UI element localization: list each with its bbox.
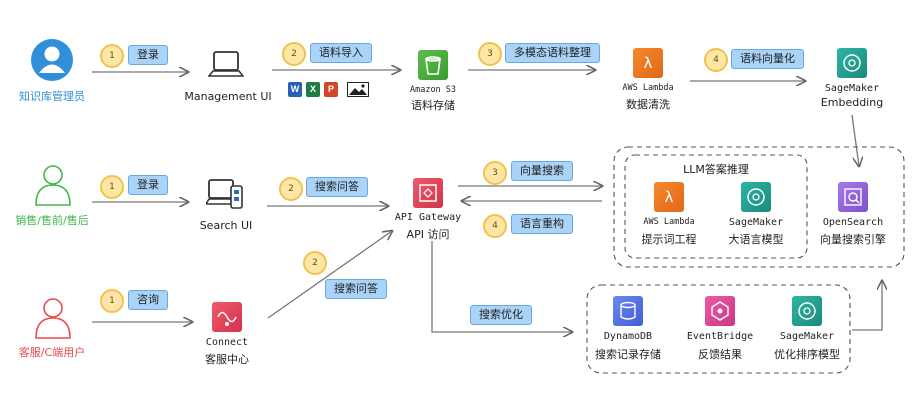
organize-tag: 多模态语料整理 [505, 43, 600, 63]
image-file-icon [347, 82, 369, 97]
step-badge: 2 [282, 42, 306, 66]
eventbridge-icon [705, 296, 735, 326]
eventbridge-service-name: EventBridge [686, 331, 754, 342]
search-ui-label: Search UI [199, 219, 253, 232]
excel-icon: X [306, 82, 320, 97]
lambda-prompt-icon: λ [654, 182, 684, 212]
powerpoint-icon: P [324, 82, 338, 97]
opensearch-label: 向量搜索引擎 [820, 233, 886, 246]
vectorize-tag: 语料向量化 [731, 49, 804, 69]
sales-label: 销售/售前/售后 [15, 214, 89, 227]
search-ui-device-icon [206, 179, 243, 209]
lambda-service-name: AWS Lambda [622, 83, 674, 93]
management-ui-label: Management UI [184, 90, 272, 103]
admin-login-tag: 登录 [128, 45, 168, 65]
lambda-icon: λ [633, 48, 663, 78]
sales-search-tag: 搜索问答 [306, 177, 368, 197]
dynamodb-label: 搜索记录存储 [595, 348, 661, 361]
step-badge: 3 [478, 42, 502, 66]
vector-search-tag: 向量搜索 [511, 161, 573, 181]
sagemaker-llm-service-name: SageMaker [728, 217, 784, 228]
step-badge: 1 [100, 44, 124, 68]
s3-bucket-icon [418, 50, 448, 80]
sagemaker-service-name: SageMaker [824, 83, 880, 94]
eventbridge-label: 反馈结果 [698, 348, 742, 361]
sagemaker-ranking-service-name: SageMaker [779, 331, 835, 342]
rag-group-box [613, 146, 905, 268]
optimize-tag: 搜索优化 [470, 305, 532, 325]
customer-label: 客服/C端用户 [18, 346, 86, 359]
sagemaker-icon [837, 48, 867, 78]
lambda-label: 数据清洗 [626, 98, 670, 111]
dynamodb-icon [613, 296, 643, 326]
sagemaker-llm-label: 大语言模型 [728, 233, 784, 246]
admin-label: 知识库管理员 [19, 90, 85, 103]
word-icon: W [288, 82, 302, 97]
sagemaker-ranking-icon [792, 296, 822, 326]
step-badge: 1 [100, 289, 124, 313]
connect-service-name: Connect [205, 337, 249, 348]
customer-person-icon [35, 298, 71, 339]
connect-label: 客服中心 [205, 353, 249, 366]
lambda-prompt-label: 提示词工程 [641, 233, 697, 246]
api-gateway-service-name: API Gateway [394, 212, 462, 223]
api-gateway-icon [413, 178, 443, 208]
opensearch-service-name: OpenSearch [822, 217, 884, 228]
step-badge: 4 [483, 214, 507, 238]
s3-label: 语料存储 [411, 99, 455, 112]
sales-person-icon [35, 165, 71, 206]
connect-icon [212, 302, 242, 332]
dynamodb-service-name: DynamoDB [603, 331, 653, 342]
api-gateway-label: API 访问 [406, 228, 450, 241]
cust-search-tag: 搜索问答 [325, 279, 387, 299]
rephrase-tag: 语言重构 [511, 214, 573, 234]
sagemaker-llm-icon [741, 182, 771, 212]
llm-group-title: LLM答案推理 [683, 163, 749, 176]
laptop-icon [208, 51, 244, 77]
step-badge: 4 [704, 48, 728, 72]
step-badge: 3 [483, 161, 507, 185]
step-badge: 2 [279, 177, 303, 201]
consult-tag: 咨询 [128, 290, 168, 310]
opensearch-icon [838, 182, 868, 212]
step-badge: 2 [303, 251, 327, 275]
s3-service-name: Amazon S3 [409, 85, 457, 95]
llm-group-box [624, 154, 808, 259]
step-badge: 1 [100, 175, 124, 199]
sagemaker-ranking-label: 优化排序模型 [774, 348, 840, 361]
import-tag: 语料导入 [310, 43, 372, 63]
sagemaker-label: Embedding [820, 96, 884, 109]
lambda-prompt-service-name: AWS Lambda [643, 217, 695, 227]
optimization-group-box [586, 284, 851, 374]
sales-login-tag: 登录 [128, 175, 168, 195]
admin-avatar-icon [31, 39, 73, 81]
